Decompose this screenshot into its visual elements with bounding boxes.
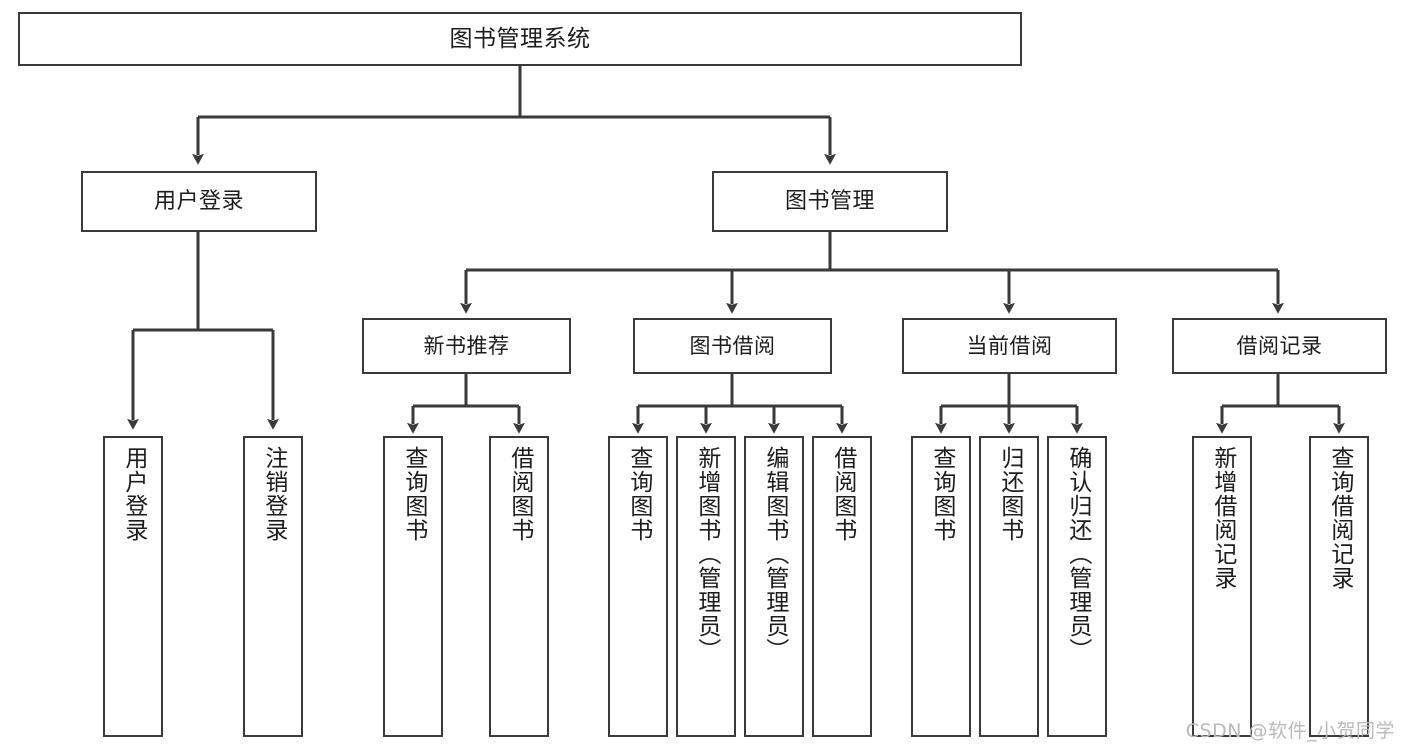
node-user-login[interactable]: 用户登录 [81, 171, 317, 232]
node-borrow-record[interactable]: 借阅记录 [1172, 318, 1387, 374]
leaf-record-query-borrow-record[interactable]: 查询借阅记录 [1309, 436, 1369, 737]
node-label: 查询图书 [625, 446, 652, 542]
node-label: 编辑图书（管理员） [761, 446, 788, 662]
watermark-text: CSDN @软件_小贺同学 [1185, 720, 1395, 742]
leaf-current-query-book[interactable]: 查询图书 [911, 436, 971, 737]
node-label: 当前借阅 [966, 333, 1053, 358]
node-label: 借阅图书 [506, 446, 533, 542]
node-label: 查询借阅记录 [1326, 446, 1353, 590]
node-current-borrow[interactable]: 当前借阅 [902, 318, 1117, 374]
leaf-borrow-edit-book-admin[interactable]: 编辑图书（管理员） [744, 436, 804, 737]
node-label: 注销登录 [260, 446, 287, 542]
node-root-system[interactable]: 图书管理系统 [18, 12, 1022, 66]
node-label: 用户登录 [153, 188, 244, 214]
node-label: 查询图书 [400, 446, 427, 542]
leaf-borrow-query-book[interactable]: 查询图书 [608, 436, 668, 737]
leaf-current-return-book[interactable]: 归还图书 [979, 436, 1039, 737]
node-label: 图书管理系统 [449, 25, 591, 52]
leaf-user-login[interactable]: 用户登录 [103, 436, 163, 737]
node-label: 用户登录 [120, 446, 147, 542]
node-label: 新书推荐 [423, 333, 510, 358]
node-new-book-recommend[interactable]: 新书推荐 [362, 318, 571, 374]
node-book-management[interactable]: 图书管理 [712, 171, 948, 232]
node-label: 归还图书 [996, 446, 1023, 542]
node-label: 借阅记录 [1236, 333, 1323, 358]
leaf-borrow-add-book-admin[interactable]: 新增图书（管理员） [676, 436, 736, 737]
node-label: 查询图书 [928, 446, 955, 542]
node-label: 图书管理 [784, 188, 875, 214]
node-label: 新增图书（管理员） [693, 446, 720, 662]
leaf-recommend-query-book[interactable]: 查询图书 [383, 436, 443, 737]
node-label: 借阅图书 [829, 446, 856, 542]
node-label: 图书借阅 [689, 333, 776, 358]
leaf-user-logout[interactable]: 注销登录 [243, 436, 303, 737]
node-label: 新增借阅记录 [1209, 446, 1236, 590]
leaf-current-confirm-return-admin[interactable]: 确认归还（管理员） [1047, 436, 1107, 737]
node-book-borrow[interactable]: 图书借阅 [633, 318, 832, 374]
leaf-borrow-borrow-book[interactable]: 借阅图书 [812, 436, 872, 737]
node-label: 确认归还（管理员） [1064, 446, 1091, 662]
leaf-record-add-borrow-record[interactable]: 新增借阅记录 [1192, 436, 1252, 737]
leaf-recommend-borrow-book[interactable]: 借阅图书 [489, 436, 549, 737]
